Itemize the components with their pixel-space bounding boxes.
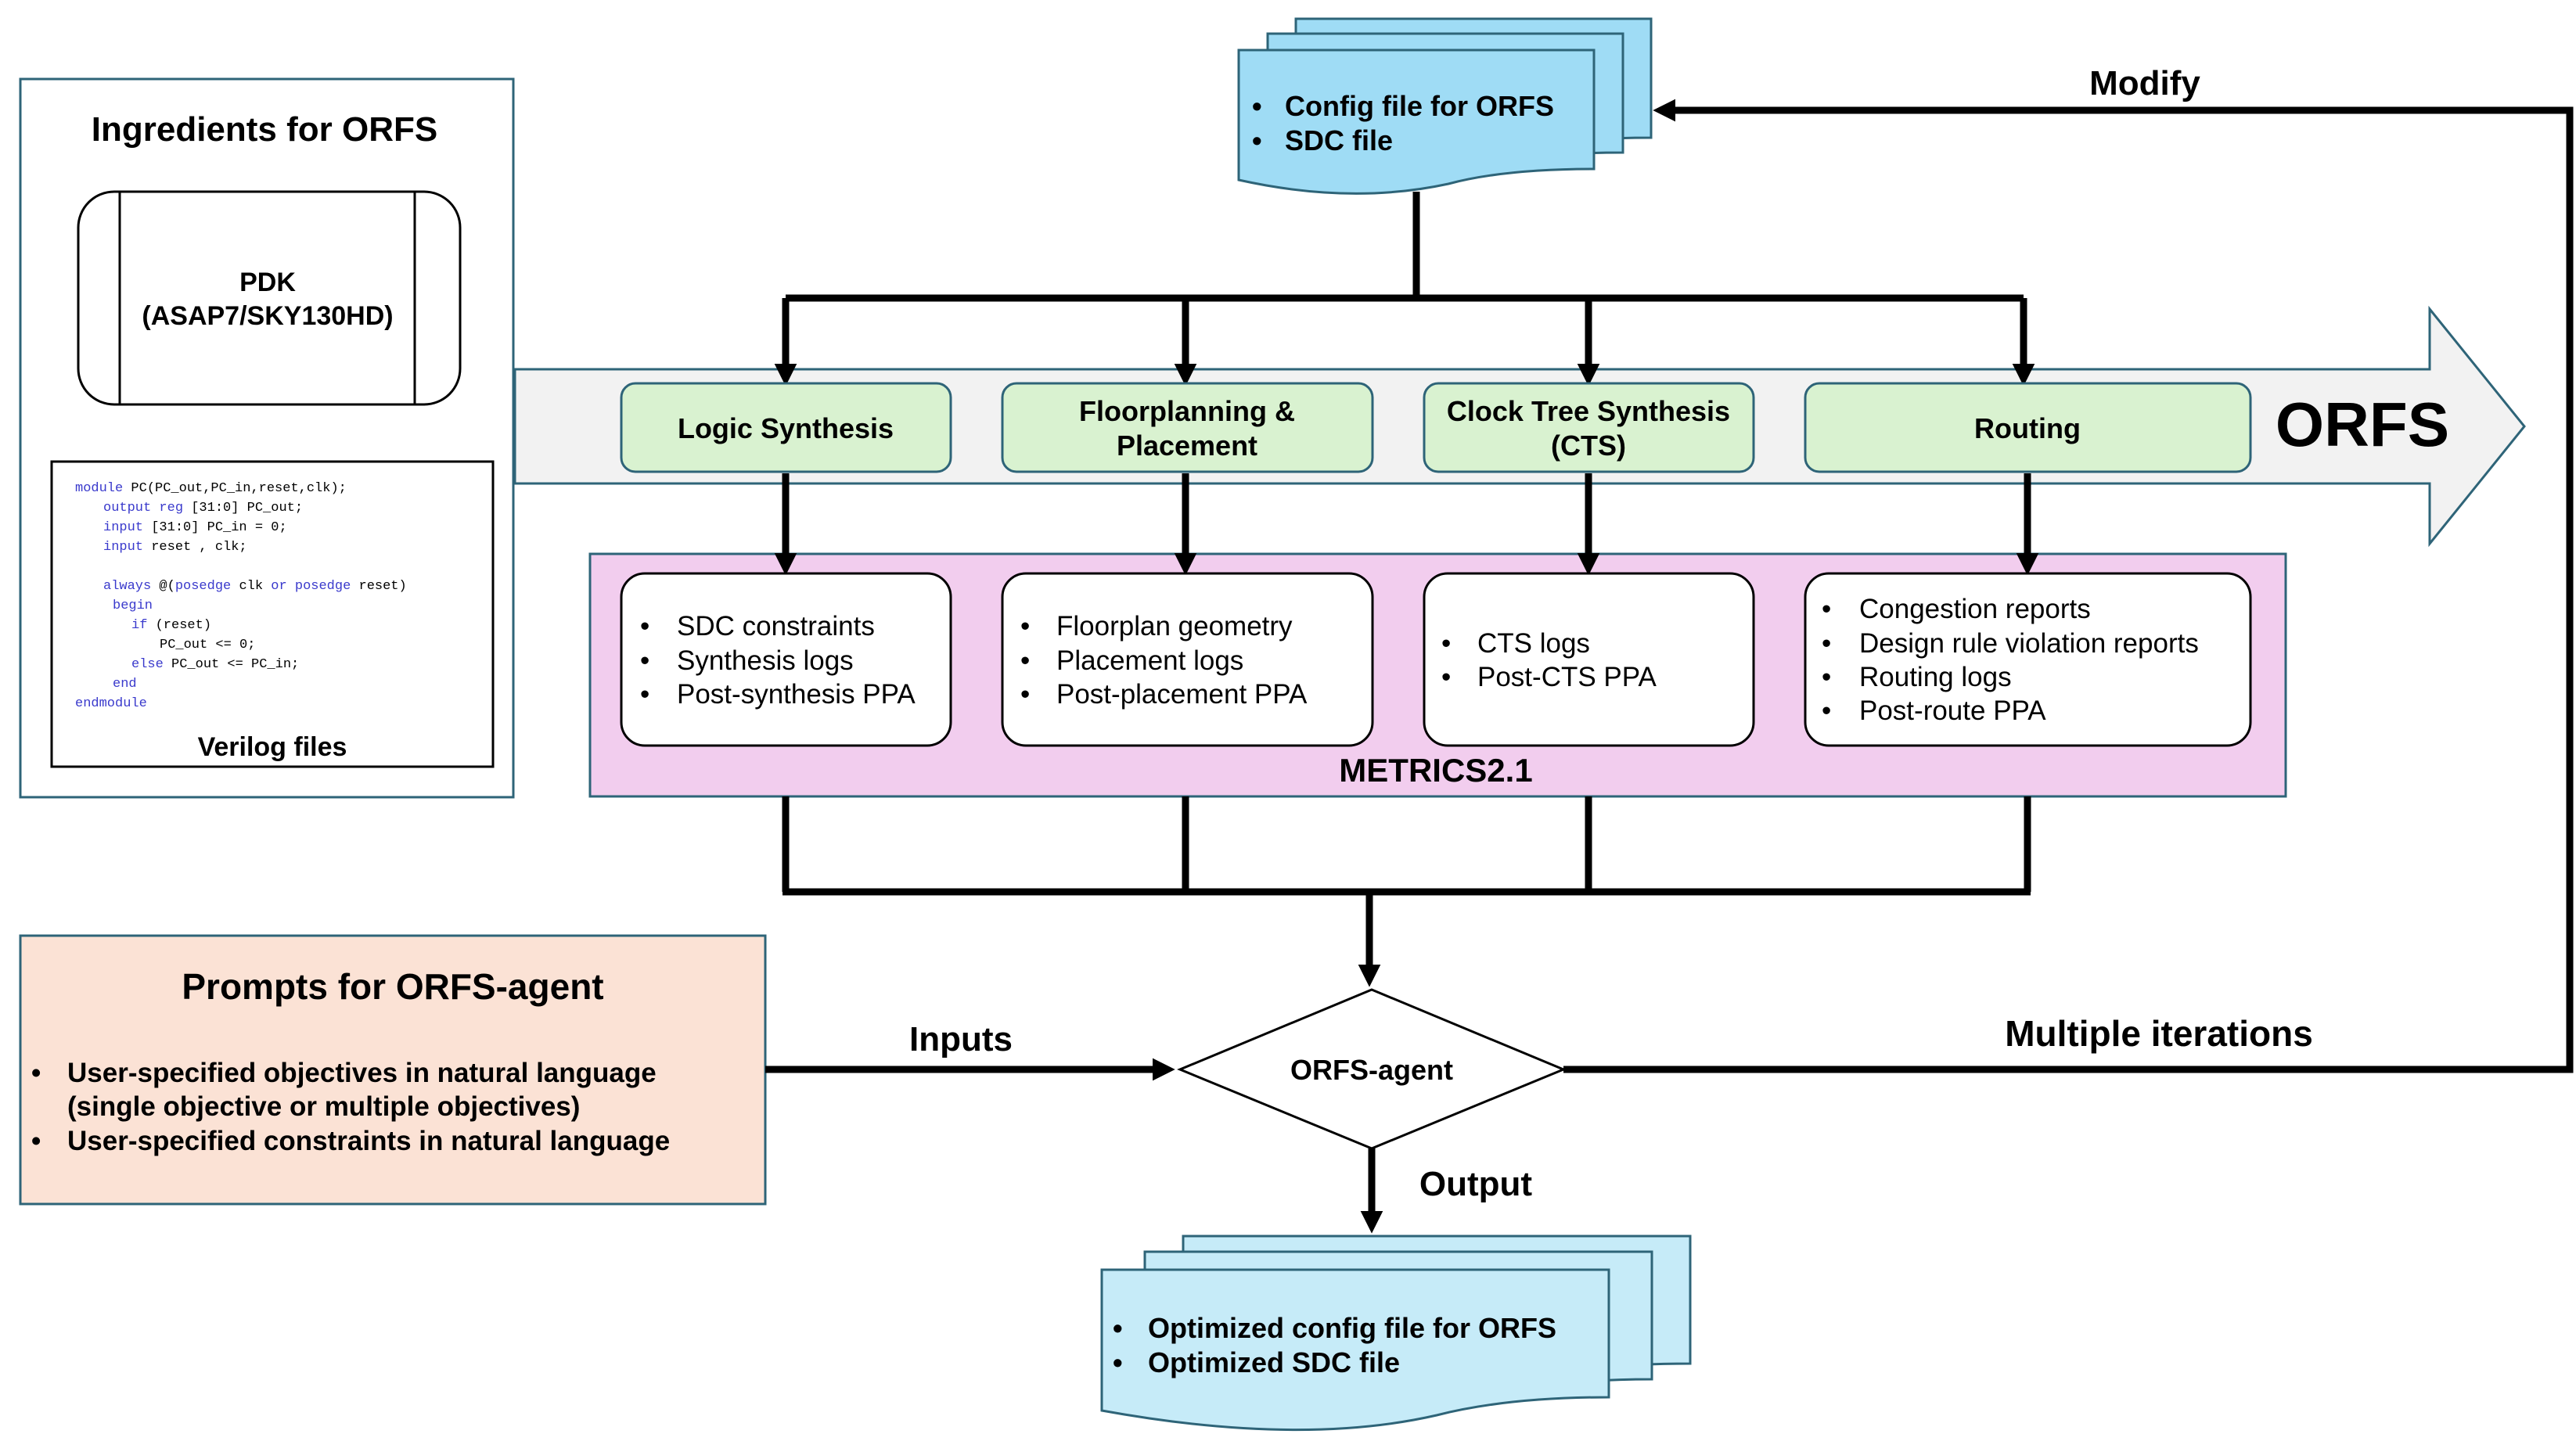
svg-text:if (reset): if (reset): [131, 618, 211, 633]
stage-to-metrics-connectors: [774, 473, 2039, 576]
inputs-connector: Inputs: [765, 1020, 1175, 1081]
orfs-label: ORFS: [2276, 390, 2449, 459]
prompts-panel: Prompts for ORFS-agent • User-specified …: [19, 934, 767, 1206]
svg-text:Routing: Routing: [1974, 412, 2081, 444]
metrics-to-agent-connectors: [782, 796, 2031, 987]
verilog-files-label: Verilog files: [198, 732, 347, 762]
metrics-label: METRICS2.1: [1339, 752, 1532, 789]
prompts-objectives: User-specified objectives in natural lan…: [67, 1058, 657, 1088]
svg-text:•: •: [640, 611, 649, 642]
svg-text:SDC constraints: SDC constraints: [677, 611, 875, 642]
svg-text:Post-CTS PPA: Post-CTS PPA: [1477, 662, 1657, 692]
svg-text:•: •: [640, 645, 649, 676]
svg-text:Placement: Placement: [1117, 429, 1257, 462]
pdk-box: PDK (ASAP7/SKY130HD): [77, 190, 462, 406]
optimized-files-stack: • Optimized config file for ORFS • Optim…: [1100, 1235, 1692, 1432]
svg-text:Synthesis logs: Synthesis logs: [677, 645, 854, 676]
ingredients-title: Ingredients for ORFS: [92, 110, 437, 149]
svg-text:output reg [31:0] PC_out;: output reg [31:0] PC_out;: [103, 501, 303, 516]
svg-text:Placement logs: Placement logs: [1056, 645, 1243, 676]
svg-text:CTS logs: CTS logs: [1477, 628, 1590, 659]
svg-text:else PC_out <= PC_in;: else PC_out <= PC_in;: [131, 657, 299, 672]
config-item-sdc-file: SDC file: [1285, 124, 1393, 156]
stage-floorplanning-placement: Floorplanning & Placement: [1001, 382, 1374, 473]
metrics-group-routing: • Congestion reports • Design rule viola…: [1804, 572, 2252, 747]
pdk-options: (ASAP7/SKY130HD): [142, 301, 393, 331]
svg-text:•: •: [1020, 611, 1030, 642]
inputs-label: Inputs: [909, 1020, 1013, 1058]
svg-text:Congestion reports: Congestion reports: [1859, 594, 2091, 624]
svg-text:Post-route PPA: Post-route PPA: [1859, 695, 2046, 726]
svg-text:•: •: [1822, 628, 1831, 659]
output-label: Output: [1419, 1165, 1533, 1203]
config-item-config-file: Config file for ORFS: [1285, 90, 1554, 122]
config-distribution-connectors: [774, 192, 2035, 386]
pdk-label: PDK: [239, 268, 296, 297]
output-connector: Output: [1360, 1148, 1533, 1234]
svg-text:•: •: [1441, 628, 1451, 659]
orfs-agent-label: ORFS-agent: [1290, 1054, 1453, 1086]
optimized-config-item: Optimized config file for ORFS: [1148, 1312, 1556, 1344]
multiple-iterations-label: Multiple iterations: [2005, 1013, 2313, 1054]
svg-text:•: •: [1020, 679, 1030, 710]
svg-text:Post-placement PPA: Post-placement PPA: [1056, 679, 1308, 710]
svg-text:Post-synthesis PPA: Post-synthesis PPA: [677, 679, 916, 710]
modify-label: Modify: [2089, 64, 2200, 102]
svg-text:(CTS): (CTS): [1551, 429, 1626, 462]
svg-text:Routing logs: Routing logs: [1859, 662, 2012, 692]
prompts-title: Prompts for ORFS-agent: [182, 966, 603, 1007]
svg-text:always @(posedge clk or posedg: always @(posedge clk or posedge reset): [103, 579, 407, 594]
verilog-code: module PC(PC_out,PC_in,reset,clk); outpu…: [75, 481, 407, 711]
optimized-sdc-item: Optimized SDC file: [1148, 1346, 1400, 1378]
svg-text:Clock Tree Synthesis: Clock Tree Synthesis: [1447, 395, 1730, 427]
svg-text:PC_out <= 0;: PC_out <= 0;: [160, 638, 255, 652]
config-bullet-2: •: [1252, 124, 1262, 156]
svg-text:•: •: [1113, 1312, 1123, 1344]
prompts-constraints: User-specified constraints in natural la…: [67, 1126, 670, 1156]
config-files-stack: • Config file for ORFS • SDC file: [1237, 17, 1653, 195]
svg-text:Logic Synthesis: Logic Synthesis: [678, 412, 894, 444]
ingredients-panel: Ingredients for ORFS PDK (ASAP7/SKY130HD…: [19, 77, 515, 799]
iteration-feedback-connector: Multiple iterations Modify: [1563, 64, 2574, 1073]
svg-text:Floorplan geometry: Floorplan geometry: [1056, 611, 1293, 642]
svg-text:end: end: [113, 677, 137, 692]
svg-text:Design rule violation reports: Design rule violation reports: [1859, 628, 2199, 659]
svg-text:Floorplanning &: Floorplanning &: [1079, 395, 1295, 427]
svg-text:input [31:0] PC_in = 0;: input [31:0] PC_in = 0;: [103, 520, 287, 535]
svg-text:•: •: [31, 1126, 41, 1156]
svg-text:•: •: [1822, 594, 1831, 624]
metrics-group-synthesis: • SDC constraints • Synthesis logs • Pos…: [620, 572, 952, 747]
svg-text:•: •: [1822, 662, 1831, 692]
stage-logic-synthesis: Logic Synthesis: [620, 382, 952, 473]
config-bullet-1: •: [1252, 90, 1262, 122]
svg-text:•: •: [1822, 695, 1831, 726]
svg-text:•: •: [31, 1058, 41, 1088]
svg-text:•: •: [1020, 645, 1030, 676]
svg-text:•: •: [640, 679, 649, 710]
prompts-objectives-note: (single objective or multiple objectives…: [67, 1091, 580, 1122]
svg-text:•: •: [1441, 662, 1451, 692]
metrics-group-cts: • CTS logs • Post-CTS PPA: [1423, 572, 1755, 747]
orfs-agent-node: ORFS-agent: [1177, 988, 1567, 1150]
stage-clock-tree-synthesis: Clock Tree Synthesis (CTS): [1423, 382, 1755, 473]
svg-text:module PC(PC_out,PC_in,reset,c: module PC(PC_out,PC_in,reset,clk);: [75, 481, 347, 496]
verilog-box: module PC(PC_out,PC_in,reset,clk); outpu…: [50, 460, 495, 768]
svg-text:begin: begin: [113, 598, 153, 613]
svg-text:input reset , clk;: input reset , clk;: [103, 540, 247, 555]
svg-text:•: •: [1113, 1346, 1123, 1378]
svg-text:endmodule: endmodule: [75, 696, 147, 711]
metrics-group-placement: • Floorplan geometry • Placement logs • …: [1001, 572, 1374, 747]
stage-routing: Routing: [1804, 382, 2252, 473]
